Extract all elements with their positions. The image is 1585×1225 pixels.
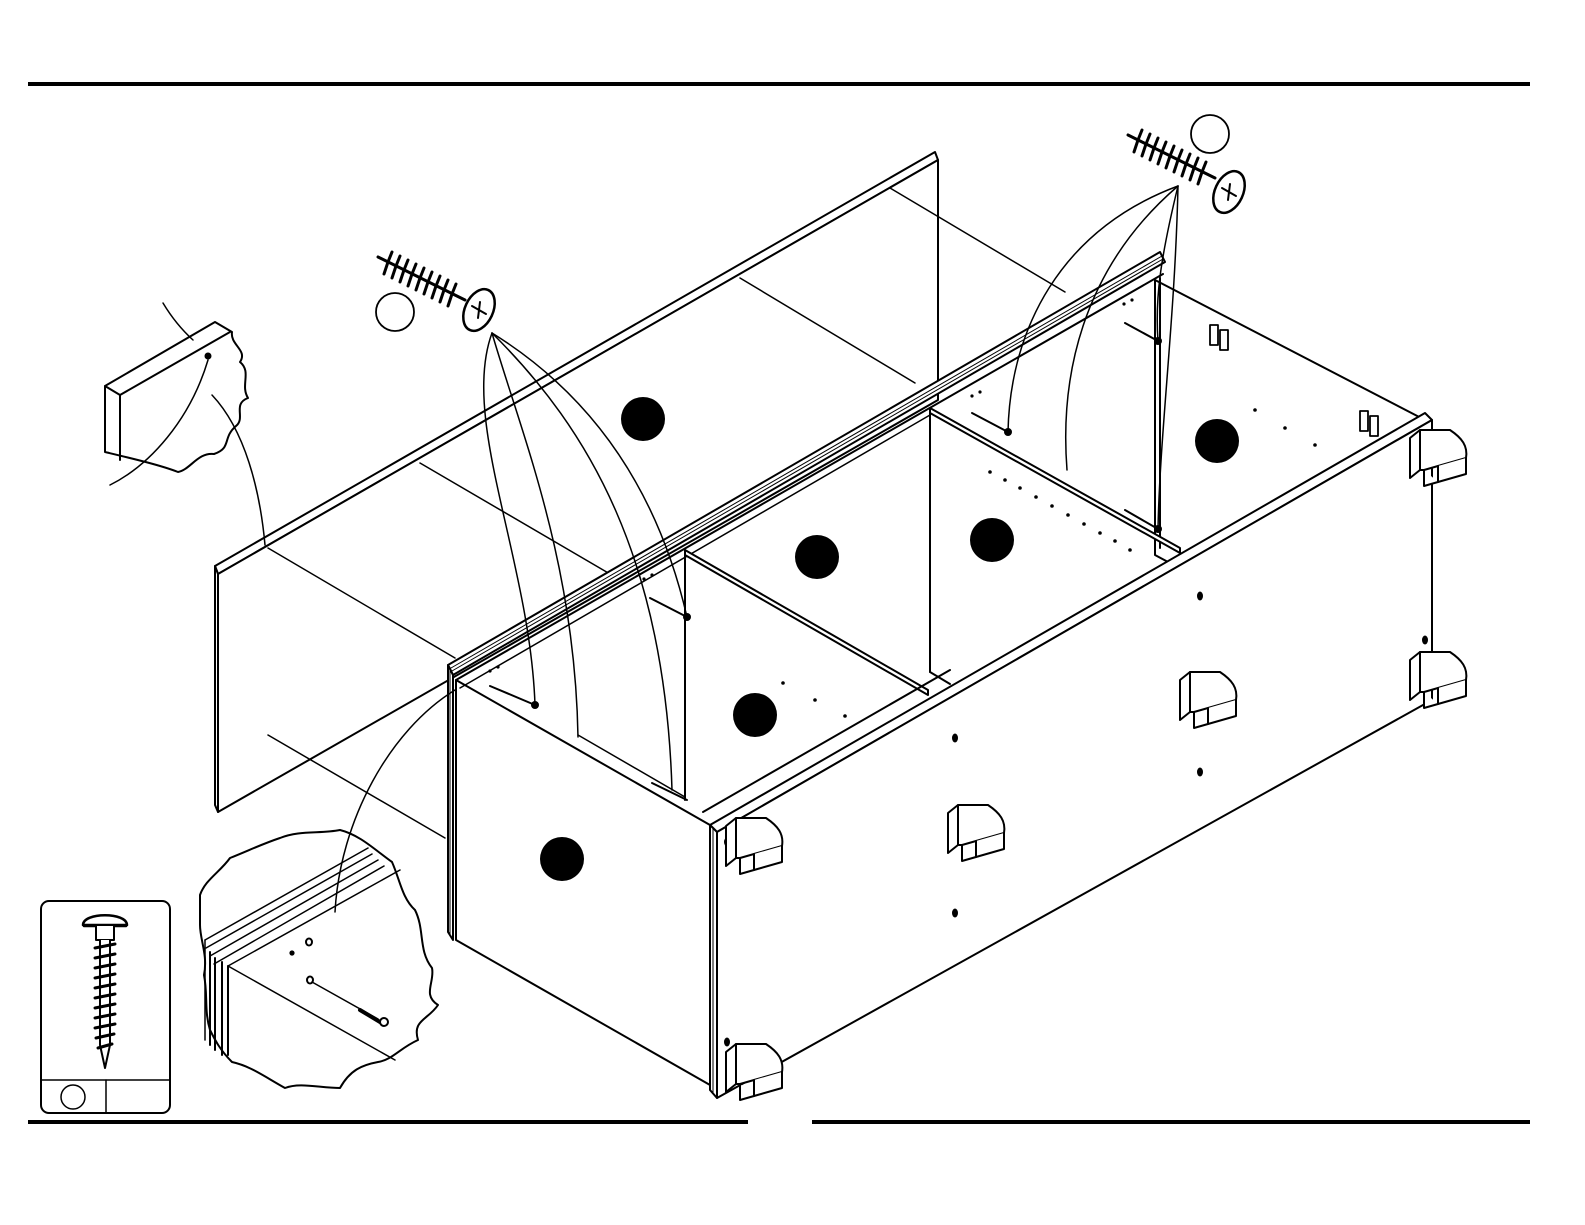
panel-marker-right-end xyxy=(1195,419,1239,463)
panel-marker-back xyxy=(621,397,665,441)
screw-callout-right xyxy=(1191,115,1229,153)
panel-marker-divider-left xyxy=(733,693,777,737)
panel-marker-middle xyxy=(795,535,839,579)
wood-screw-icon xyxy=(1128,130,1251,218)
leader-lines-right-screw xyxy=(1008,186,1178,529)
panel-marker-divider-right xyxy=(970,518,1014,562)
screw-callout-left xyxy=(376,293,414,331)
panel-marker-left-end xyxy=(540,837,584,881)
hardware-box xyxy=(41,901,170,1113)
edge-detail-callout xyxy=(105,303,265,545)
